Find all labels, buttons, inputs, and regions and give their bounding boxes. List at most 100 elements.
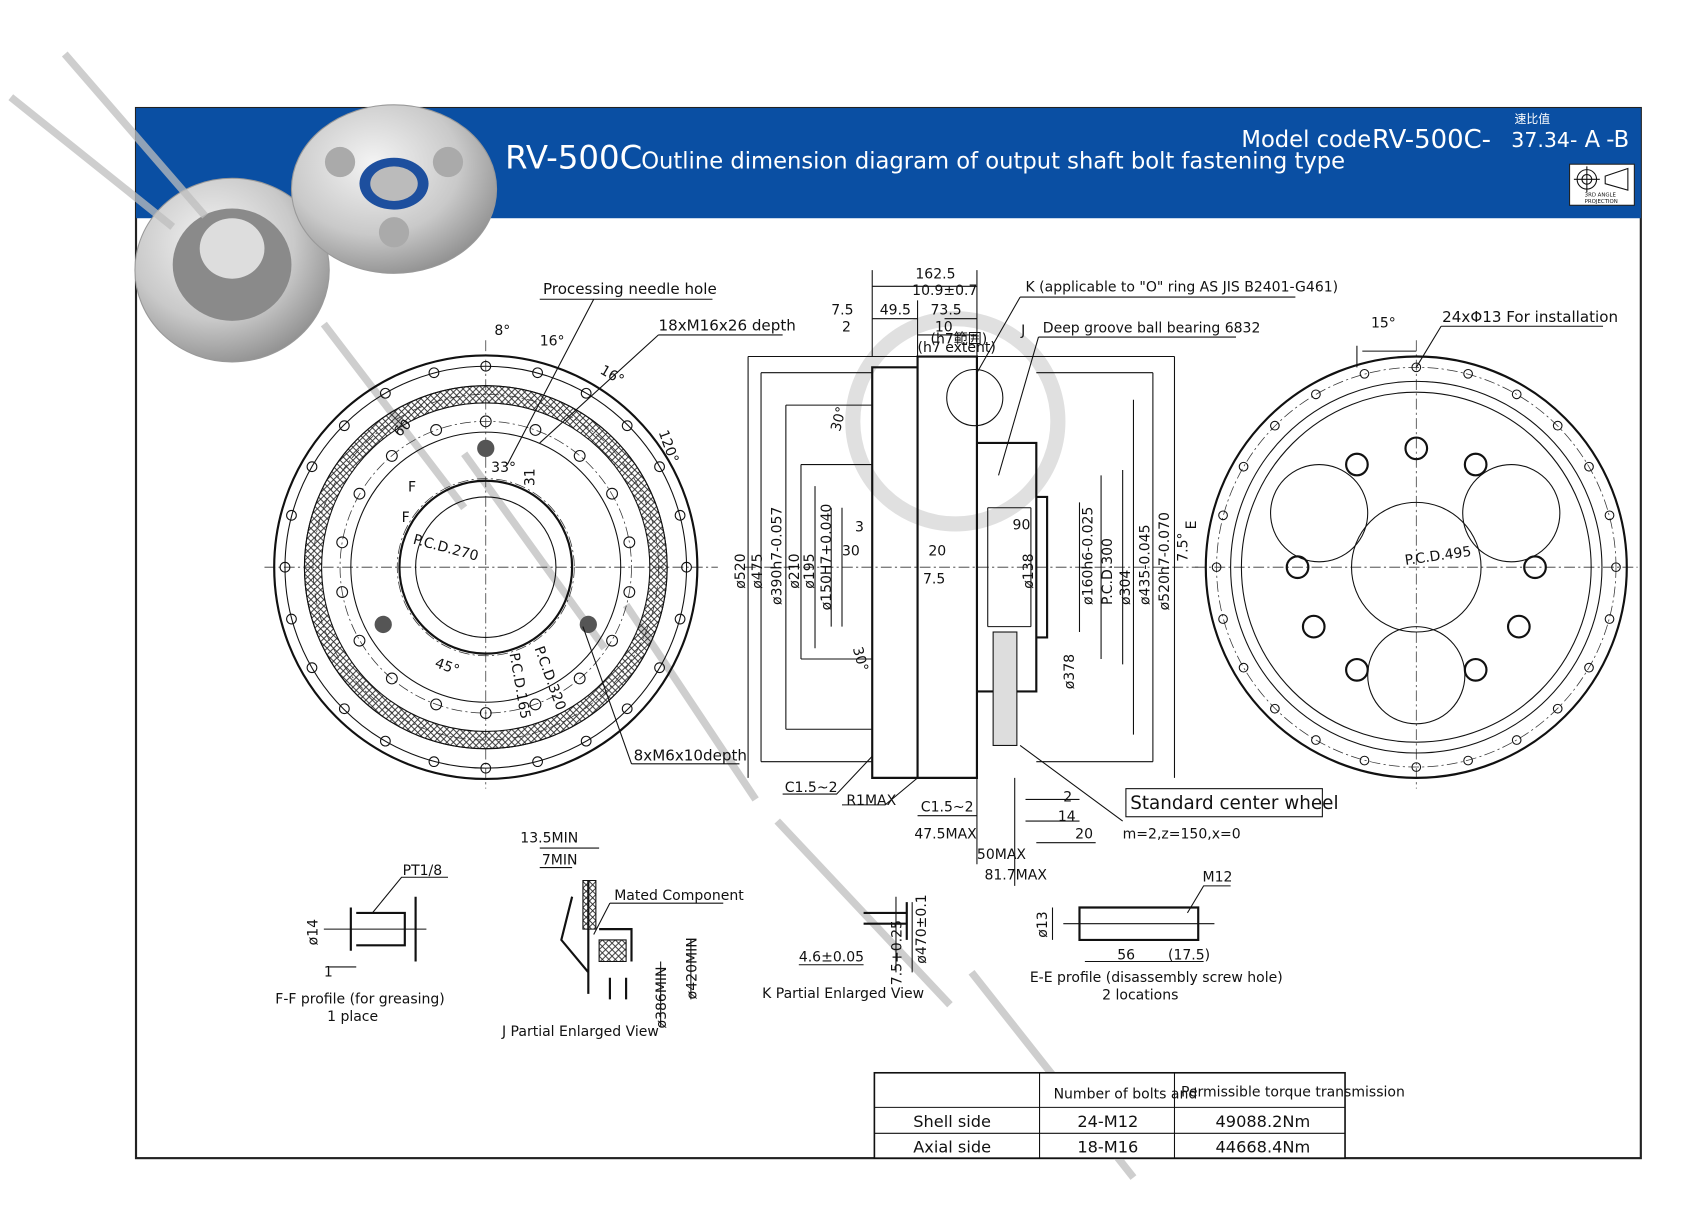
angle-16a: 16° [540, 334, 565, 350]
header-projection-label-1: 3RD ANGLE [1585, 193, 1617, 199]
d20b: 20 [1075, 826, 1093, 842]
dia160: ø160h6-0.025 [1080, 507, 1096, 605]
bearing-label: Deep groove ball bearing 6832 [1043, 321, 1261, 337]
details-j-mated: Mated Component [614, 888, 744, 904]
d109: 10.9±0.7 [912, 283, 977, 299]
c15a: C1.5~2 [785, 780, 838, 796]
label-f: F [408, 480, 416, 496]
d817max: 81.7MAX [984, 867, 1047, 883]
angle-8: 8° [494, 323, 510, 339]
d2: 2 [842, 320, 851, 336]
details-j-7: 7MIN [542, 852, 578, 868]
d475max: 47.5MAX [914, 826, 977, 842]
center-wheel-box [1125, 788, 1323, 818]
details-k-75: 7.5+0.25 [889, 920, 905, 985]
ang30a: 30° [828, 405, 850, 433]
dia210: ø210 [787, 553, 803, 588]
details-e-caption1: E-E profile (disassembly screw hole) [1030, 970, 1283, 986]
ang30b: 30° [849, 645, 871, 673]
d75: 7.5 [831, 302, 853, 318]
dia378: ø378 [1062, 654, 1078, 689]
table-rows-1-0: Axial side [913, 1138, 991, 1157]
angle-33: 33° [491, 460, 516, 476]
angle-45: 45° [433, 655, 462, 679]
details-e-56: 56 [1117, 947, 1135, 963]
details-ff-pt: PT1/8 [403, 863, 443, 879]
d3: 3 [855, 520, 864, 536]
h7-cn: (h7範囲) [931, 331, 988, 348]
h7-extent: (h7 extent) [918, 340, 996, 356]
product-photo [134, 104, 498, 363]
sheet-border [134, 106, 1642, 1160]
d10: 10 [935, 320, 953, 336]
title-code: RV-500C [505, 139, 642, 177]
details-e-13: ø13 [1035, 911, 1051, 937]
torque-table: Number of bolts and Permissible torque t… [873, 1071, 1405, 1159]
table-row: Axial side 18-M16 44668.4Nm [913, 1138, 1310, 1157]
table-rows-1-2: 44668.4Nm [1216, 1138, 1311, 1157]
ratio-caption: 速比值 [1515, 112, 1551, 126]
dia435: ø435-0.045 [1138, 524, 1154, 605]
angle75: 7.5° [1175, 532, 1191, 561]
header-projection-label-2: PROJECTION [1585, 199, 1618, 205]
label-e: E [1184, 521, 1200, 530]
side-view: 162.5 10.9±0.7 7.5 49.5 73.5 2 10 (h7範囲)… [733, 267, 1339, 886]
dia520b: ø520h7-0.070 [1157, 512, 1173, 610]
details-ff-d14: ø14 [305, 919, 321, 946]
third-angle-projection-icon: 3RD ANGLE PROJECTION [1569, 163, 1635, 206]
detail-ee: M12 ø13 56 (17.5) E-E profile (disassemb… [1030, 870, 1283, 1004]
d75b: 7.5 [923, 571, 945, 587]
center-wheel-label: Standard center wheel [1130, 793, 1338, 814]
ratio-value: 37.34- [1511, 128, 1577, 152]
table-rows-0-2: 49088.2Nm [1216, 1112, 1311, 1131]
details-ff-caption1: F-F profile (for greasing) [275, 992, 445, 1008]
dia195: ø195 [802, 553, 818, 588]
table-header-1: Number of bolts and [1054, 1087, 1198, 1103]
details-e-m12: M12 [1203, 870, 1233, 886]
dia475: ø475 [750, 553, 766, 588]
detail-j: 13.5MIN 7MIN Mated Component ø420MIN ø38… [501, 831, 744, 1040]
d495: 49.5 [880, 302, 911, 318]
k-note: K (applicable to "O" ring AS JIS B2401-G… [1026, 280, 1339, 296]
details-j-386: ø386MIN [654, 966, 670, 1028]
j-label: J [1020, 323, 1025, 339]
front-view-leaders: Processing needle hole 18xM16x26 depth 8… [506, 280, 796, 765]
details-ff-1: 1 [324, 965, 333, 981]
small-tapped-label: 8xM6x10depth [634, 747, 747, 765]
dia520: ø520 [733, 553, 749, 588]
c15b: C1.5~2 [921, 799, 974, 815]
details-j-135: 13.5MIN [520, 831, 578, 847]
d90: 90 [1013, 517, 1031, 533]
d20: 20 [928, 543, 946, 559]
model-code: RV-500C- [1372, 125, 1491, 155]
details-ff-caption2: 1 place [327, 1009, 378, 1025]
details-j-caption: J Partial Enlarged View [501, 1024, 659, 1040]
table-rows-0-0: Shell side [913, 1112, 991, 1131]
needle-hole-label: Processing needle hole [543, 280, 717, 298]
details-j-420: ø420MIN [684, 937, 700, 999]
details-k-470: ø470±0.1 [914, 894, 930, 963]
r1: R1MAX [846, 793, 896, 809]
suffix-a: A [1585, 127, 1601, 153]
gear-spec: m=2,z=150,x=0 [1123, 826, 1241, 842]
table-row: Shell side 24-M12 49088.2Nm [913, 1112, 1310, 1131]
table-header-2: Permissible torque transmission [1181, 1085, 1405, 1101]
details-k-46: 4.6±0.05 [799, 950, 864, 966]
detail-ff: PT1/8 ø14 1 F-F profile (for greasing) 1… [275, 863, 448, 1025]
dia138: ø138 [1021, 553, 1037, 588]
table-rows-0-1: 24-M12 [1077, 1112, 1138, 1131]
model-label: Model code [1241, 127, 1371, 153]
d14: 14 [1058, 809, 1076, 825]
label-f2: F [402, 510, 410, 526]
title-text: Outline dimension diagram of output shaf… [641, 149, 1345, 175]
d735: 73.5 [931, 302, 962, 318]
angle-15: 15° [1371, 315, 1396, 331]
dia390: ø390h7-0.057 [770, 507, 786, 605]
dia150: ø150H7+0.040 [819, 504, 835, 611]
table-rows-1-1: 18-M16 [1077, 1138, 1138, 1157]
details-k-caption: K Partial Enlarged View [762, 986, 924, 1002]
detail-k: 4.6±0.05 7.5+0.25 ø470±0.1 K Partial Enl… [762, 894, 930, 1002]
pcd300: P.C.D.300 [1100, 538, 1116, 605]
details-e-caption2: 2 locations [1102, 987, 1178, 1003]
